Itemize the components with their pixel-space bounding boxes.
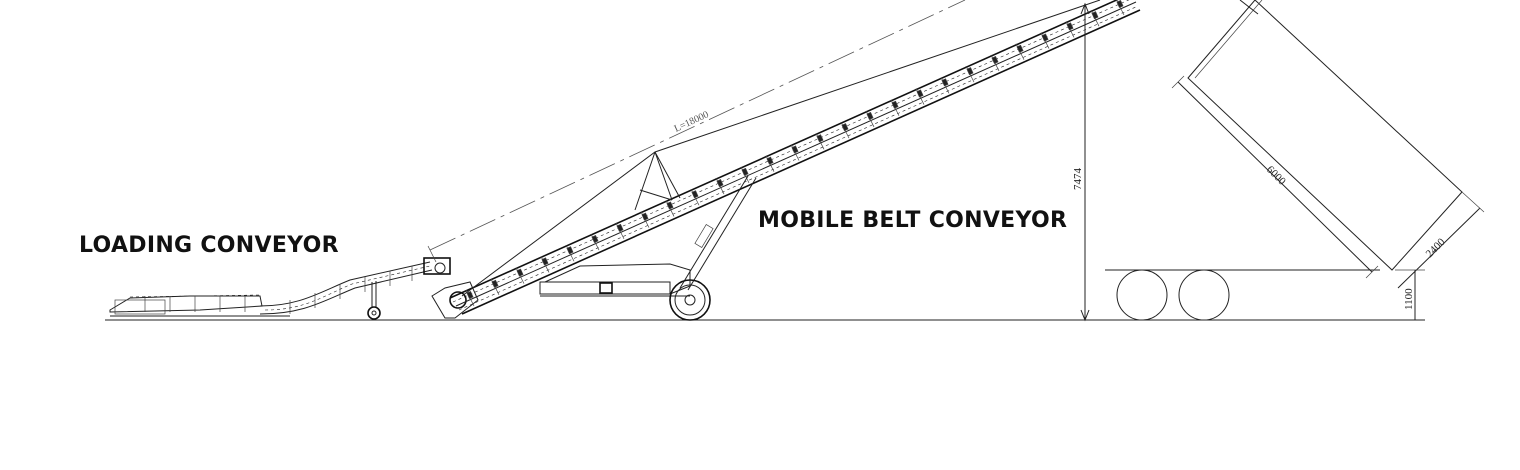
boom-idler-block: [991, 55, 999, 64]
boom-idler-block: [616, 223, 624, 232]
boom-idler-block: [691, 190, 699, 199]
mobile-belt-conveyor-label: MOBILE BELT CONVEYOR: [758, 208, 1067, 233]
boom-idler-block: [666, 201, 674, 210]
boom-idler-block: [866, 111, 874, 120]
boom-idler-block: [1066, 22, 1074, 31]
boom-idler-block: [841, 123, 849, 132]
lift-height-label: 7474: [1072, 168, 1084, 191]
truck-deck-height-label: 1100: [1403, 288, 1415, 310]
boom-idler-block: [816, 134, 824, 143]
length-dimension-label: L=18000: [673, 109, 711, 135]
boom-idler-block: [566, 246, 574, 255]
boom-idler-block: [716, 179, 724, 188]
boom-idler-block: [1091, 11, 1099, 20]
boom-idler-block: [966, 67, 974, 76]
boom-idler-block: [741, 167, 749, 176]
boom-idler-block: [1016, 44, 1024, 53]
boom-idler-block: [641, 212, 649, 221]
boom-idler-block: [466, 290, 474, 300]
boom-idler-block: [891, 100, 899, 109]
boom-idler-block: [766, 156, 774, 165]
truck: 6000 2400 1100: [1105, 0, 1485, 321]
boom-idler-block: [1116, 0, 1124, 9]
truck-body-length-label: 6000: [1264, 164, 1288, 188]
truck-body-depth-label: 2400: [1424, 236, 1448, 260]
mobile-belt-conveyor: L=18000: [427, 0, 1141, 321]
boom-idler-block: [591, 235, 599, 244]
boom-idler-block: [916, 89, 924, 98]
lift-height-dimension: 7474: [1072, 2, 1090, 322]
loading-conveyor: [109, 257, 451, 320]
loading-conveyor-label: LOADING CONVEYOR: [79, 233, 339, 258]
boom-idler-block: [1041, 33, 1049, 42]
boom-idler-block: [516, 268, 524, 277]
boom-idler-block: [791, 145, 799, 154]
boom-idler-block: [941, 78, 949, 87]
boom-idler-block: [541, 257, 549, 266]
boom-idler-block: [491, 279, 499, 288]
